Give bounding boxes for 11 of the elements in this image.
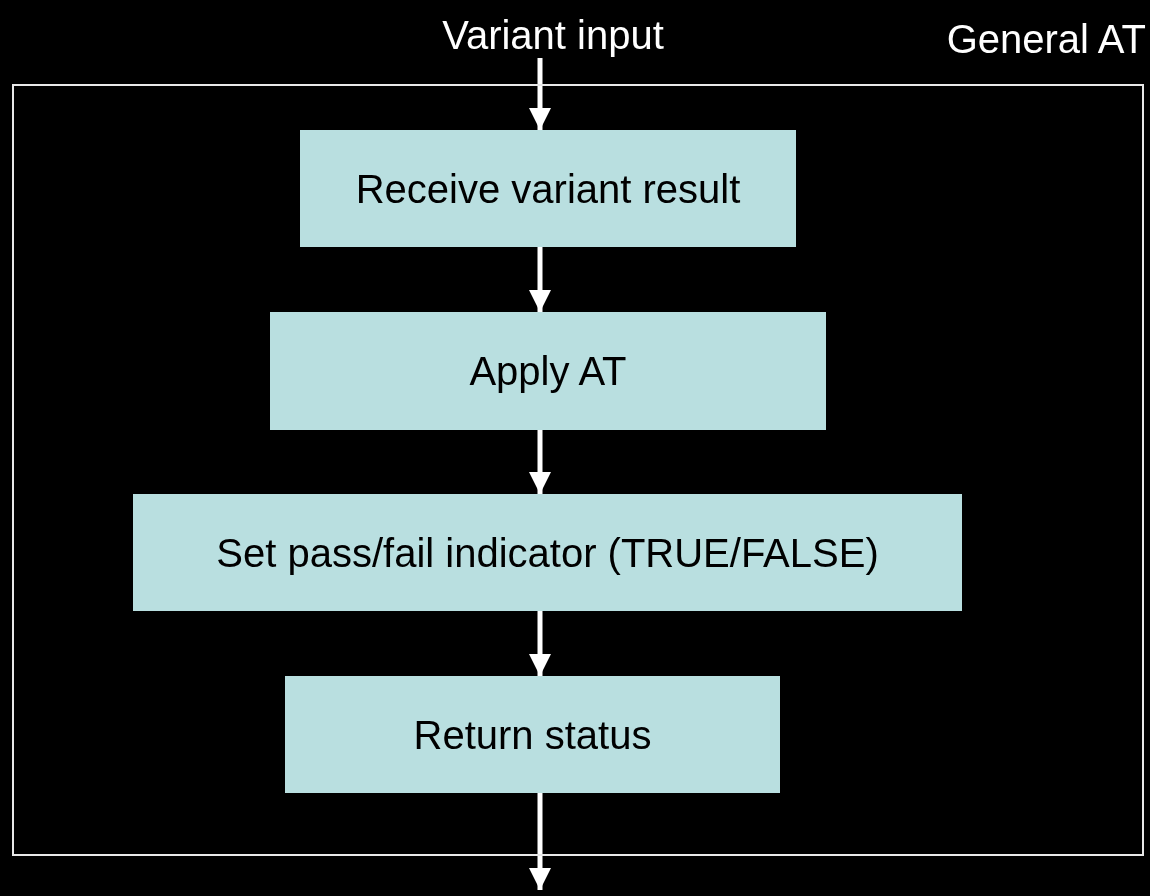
arrow <box>528 611 552 676</box>
process-box: Receive variant result <box>300 130 796 247</box>
input-label: Variant input <box>400 12 706 58</box>
arrow <box>528 430 552 494</box>
arrow <box>528 247 552 312</box>
process-box: Set pass/fail indicator (TRUE/FALSE) <box>133 494 962 611</box>
arrow <box>528 793 552 890</box>
process-box: Apply AT <box>270 312 826 430</box>
group-title: General AT <box>945 16 1147 63</box>
arrow <box>528 58 552 130</box>
process-box: Return status <box>285 676 780 793</box>
